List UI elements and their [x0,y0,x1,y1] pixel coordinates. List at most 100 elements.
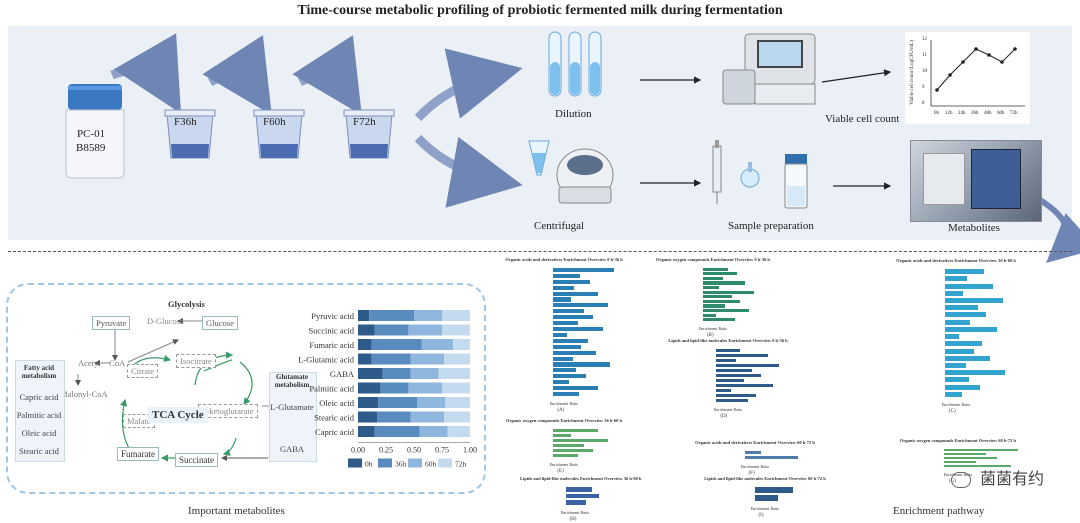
bar-segment-60h [414,310,442,321]
enrichment-bar [553,368,577,373]
viable-chart-ylabel: Viable cell count (LogCFU/mL) [909,40,915,105]
enrichment-bar [703,313,716,317]
bar-segment-0h [358,397,379,408]
enrichment-bar [715,348,740,353]
cell-counter-icon [722,33,816,105]
cup-label-f36h: F36h [174,116,197,128]
enrichment-bar [715,353,768,358]
viable-chart-xtick-0: 0h [934,111,939,116]
viable-chart-xtick-1: 12h [945,111,953,116]
enrichment-bar [553,279,591,284]
enrichment-panel: Organic oxygen compounds Enrichment Over… [868,438,1048,484]
enrichment-bar [553,326,603,332]
bottom-label-enrichment: Enrichment pathway [893,505,985,517]
enrichment-xlabel: Enrichment Ratio [698,326,728,331]
viable-chart-ytick-2: 10 [922,69,927,74]
enrichment-bar [553,448,593,453]
fatty-palmitic: Palmitic acid [16,410,62,420]
bar-segment-72h [453,339,470,350]
centrifuge-icon [528,140,614,204]
node-pyruvate: Pyruvate [92,316,131,330]
bar-segment-60h [419,426,448,437]
enrichment-xlabel: Enrichment Ratio [750,506,780,511]
enrichment-panel-letter: (D) [720,414,728,419]
enrichment-panel-title: Organic acids and derivatives Enrichment… [505,257,623,262]
enrichment-bar [703,286,720,290]
x-tick-label: 1.00 [463,446,477,455]
cup-label-f72h: F72h [353,116,376,128]
glutamate-title: Glutamate metabolism [274,373,310,389]
viable-chart-ytick-1: 9 [922,85,925,90]
enrichment-bar [744,455,799,460]
bar-segment-36h [382,368,411,379]
enrichment-bar [553,428,599,433]
bar-segment-0h [358,426,375,437]
tca-cycle-label: TCA Cycle [148,407,208,423]
enrichment-bar [944,377,969,383]
category-label: Pyruvic acid [311,311,354,321]
enrichment-xlabel: Enrichment Ratio [941,402,971,407]
enrichment-panel-title: Lipids and lipid-like molecules Enrichme… [704,476,826,481]
fatty-capric: Capric acid [19,392,59,402]
enrichment-panel-letter: (A) [557,408,565,413]
enrichment-bar [703,267,728,271]
enrichment-xlabel: Enrichment Ratio [713,407,743,412]
enrichment-bar [553,285,575,290]
enrichment-bar [715,368,752,373]
jar-label-1: PC-01 [77,128,106,140]
node-succinate: Succinate [175,453,218,467]
enrichment-xlabel: Enrichment Ratio [560,510,590,515]
bar-segment-0h [358,382,381,394]
enrichment-bar [715,393,756,398]
enrichment-bar [553,267,614,272]
viable-chart-ytick-4: 12 [922,37,927,42]
enrichment-bar [566,487,593,492]
enrichment-bar [566,493,599,499]
bar-segment-60h [410,353,445,365]
bar-segment-0h [358,339,372,350]
legend-label: 72h [455,460,467,469]
fatty-acid-title: Fatty acid metabolism [21,364,57,380]
enrichment-bar [944,341,982,347]
viable-chart-xtick-3: 36h [971,111,979,116]
enrichment-bar [703,281,745,285]
bar-segment-72h [442,382,470,394]
enrichment-panel-letter: (E) [557,469,564,474]
bar-segment-60h [408,324,442,336]
sample-prep-icon [712,140,808,209]
enrichment-bar [553,374,587,379]
legend-label: 60h [425,460,437,469]
enrichment-bar [944,297,1003,304]
enrichment-panel-letter: (I) [758,513,764,518]
enrichment-bar [553,332,567,337]
enrichment-bar [553,291,599,296]
enrichment-bar [553,438,608,443]
node-citrate: Citrate [127,364,159,378]
enrichment-xlabel: Enrichment Ratio [549,462,579,467]
node-isocitrate: Isocitrate [176,354,216,368]
enrichment-panel-title: Organic oxygen compounds Enrichment Over… [656,257,770,262]
bar-segment-60h [410,411,445,423]
bar-segment-72h [447,426,470,437]
enrichment-bar [944,319,971,325]
enrichment-bar [553,315,593,320]
glycolysis-label: Glycolysis [168,299,205,309]
node-malonyl-coa: Malonyl-CoA [60,389,108,399]
node-gaba: GABA [279,444,305,454]
enrichment-bar [553,309,585,314]
step-metabolites: Metabolites [948,222,1000,234]
bar-segment-60h [417,397,446,408]
jar-label-2: B8589 [76,142,106,154]
enrichment-bar [715,398,748,403]
bottom-label-important: Important metabolites [188,505,285,517]
enrichment-panel: Lipids and lipid-like molecules Enrichme… [652,338,804,419]
step-sample-prep: Sample preparation [728,220,814,232]
enrichment-bar [703,308,749,313]
x-tick-label: 0.75 [435,446,449,455]
legend-label: 36h [395,460,407,469]
bar-segment-36h [371,353,411,365]
category-label: Capric acid [315,427,355,437]
enrichment-bar [703,290,754,294]
enrichment-bar [553,344,582,349]
